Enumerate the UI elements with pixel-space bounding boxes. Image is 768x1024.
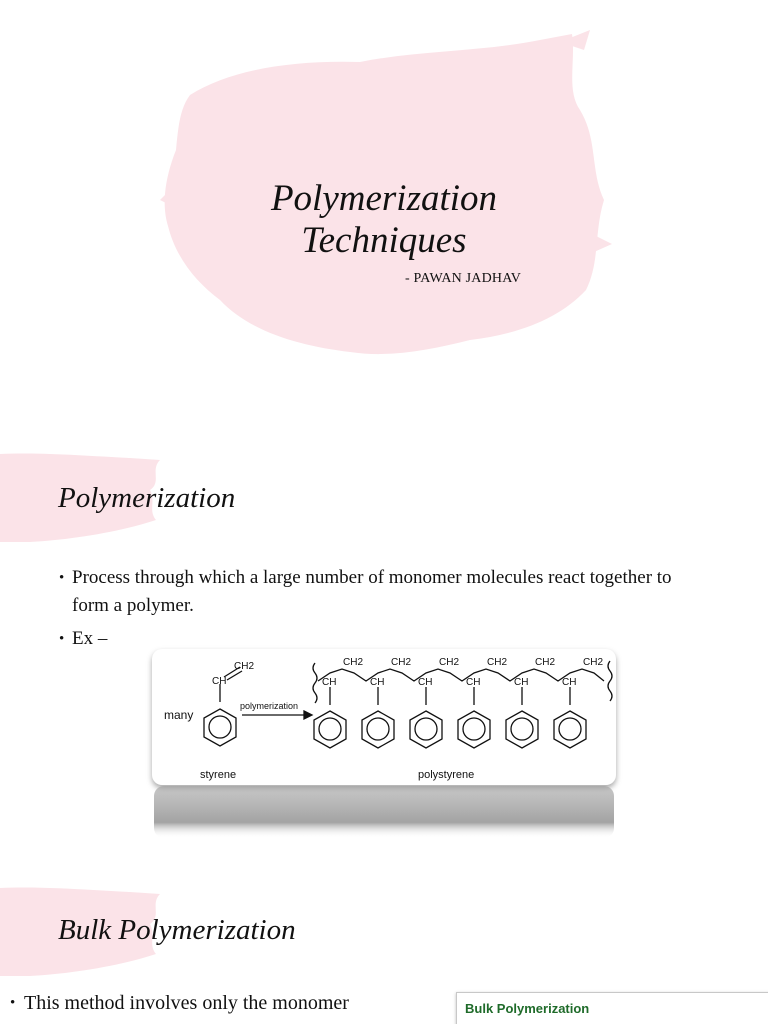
bullet-text: Ex – bbox=[72, 628, 108, 649]
ch-label: CH bbox=[418, 677, 432, 688]
polymer-label: polystyrene bbox=[418, 769, 474, 781]
ch2-label: CH2 bbox=[535, 657, 555, 668]
ch-label: CH bbox=[212, 676, 226, 687]
presentation-title: Polymerization Techniques bbox=[0, 178, 768, 262]
monomer-label: styrene bbox=[200, 769, 236, 781]
arrow-label: polymerization bbox=[240, 701, 298, 711]
bullet-dot: • bbox=[59, 570, 65, 586]
chemical-structure-figure: CH CH2 many polymerization styrene polys… bbox=[164, 657, 613, 781]
title-line-2: Techniques bbox=[301, 220, 467, 261]
many-label: many bbox=[164, 708, 193, 722]
slide-heading: Bulk Polymerization bbox=[58, 914, 296, 946]
diagram-reflection bbox=[154, 786, 614, 838]
bullet-dot: • bbox=[10, 995, 16, 1011]
slide-heading: Polymerization bbox=[58, 482, 236, 514]
ch2-label: CH2 bbox=[487, 657, 507, 668]
ch2-label: CH2 bbox=[391, 657, 411, 668]
bullet-text: Process through which a large number of … bbox=[72, 567, 672, 616]
polymerization-slide: Polymerization • Process through which a… bbox=[0, 430, 768, 870]
ch-label: CH bbox=[562, 677, 576, 688]
bullet-item: • This method involves only the monomer bbox=[10, 989, 444, 1017]
ch-label: CH bbox=[322, 677, 336, 688]
bulk-polymerization-slide: Bulk Polymerization • This method involv… bbox=[0, 870, 768, 1024]
ch2-label: CH2 bbox=[583, 657, 603, 668]
inset-title: Bulk Polymerization bbox=[465, 1001, 590, 1016]
pink-brush-accent bbox=[0, 453, 160, 542]
ch2-label: CH2 bbox=[234, 661, 254, 672]
bullet-item: • Ex – bbox=[59, 625, 272, 653]
pink-brush-accent bbox=[0, 887, 160, 976]
title-slide: Polymerization Techniques - PAWAN JADHAV bbox=[0, 0, 768, 430]
title-line-1: Polymerization bbox=[270, 178, 498, 219]
ch-label: CH bbox=[370, 677, 384, 688]
pink-brush-stroke bbox=[160, 30, 612, 355]
ch2-label: CH2 bbox=[343, 657, 363, 668]
styrene-polymerization-diagram: CH CH2 many polymerization styrene polys… bbox=[152, 649, 616, 785]
bullet-dot: • bbox=[59, 631, 65, 647]
ch-label: CH bbox=[514, 677, 528, 688]
bullet-text: This method involves only the monomer bbox=[24, 992, 349, 1014]
ch-label: CH bbox=[466, 677, 480, 688]
bullet-item: • Process through which a large number o… bbox=[59, 564, 712, 620]
bulk-polymerization-inset: Bulk Polymerization bbox=[456, 992, 768, 1024]
ch2-label: CH2 bbox=[439, 657, 459, 668]
author-name: - PAWAN JADHAV bbox=[405, 271, 522, 286]
